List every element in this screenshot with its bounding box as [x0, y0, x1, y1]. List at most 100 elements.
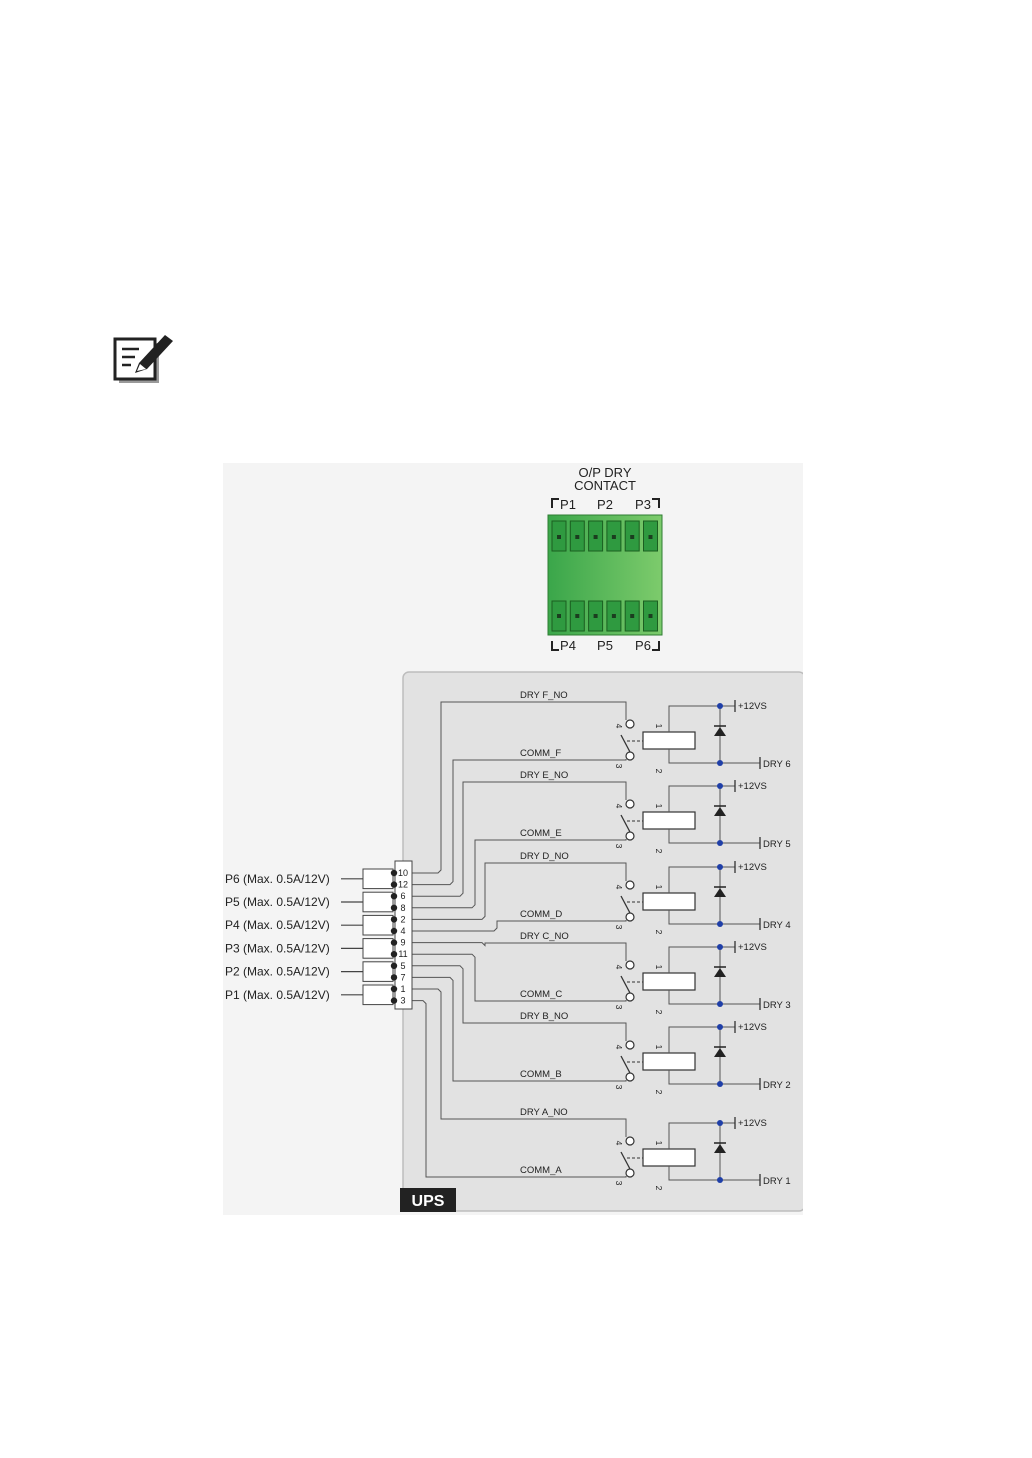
coil-lead-top: [668, 705, 720, 732]
pin-dot: [390, 893, 398, 900]
connector-label-p5: P5: [597, 638, 613, 653]
ups-label: UPS: [412, 1193, 445, 1210]
contact-comm: [625, 1072, 635, 1082]
relay-no-label: DRY F_NO: [520, 690, 568, 701]
coil-pin-label: 2: [654, 769, 664, 774]
contact-no: [625, 1040, 635, 1050]
pin-dot: [390, 916, 398, 923]
terminal-pin-label: 5: [400, 961, 405, 971]
pin-dot: [390, 869, 398, 877]
contact-pin-label: 3: [614, 844, 624, 849]
switch-arm: [620, 814, 631, 833]
dry-output-label: DRY 2: [763, 1080, 791, 1091]
connector-screw-top: [593, 535, 598, 539]
junction-dot: [717, 921, 723, 927]
connector-screw-top: [575, 535, 580, 539]
connector-title-line1: O/P DRY: [579, 465, 632, 480]
relay-comm-label: COMM_D: [520, 909, 562, 920]
wire-comm: [412, 759, 627, 886]
switch-arm: [620, 1151, 631, 1170]
port-plug: [362, 914, 394, 936]
port-plug: [362, 938, 394, 959]
coil-lead-bottom: [668, 910, 720, 925]
pin-dot: [390, 985, 398, 993]
coil-pin-label: 1: [654, 965, 664, 970]
coil-pin-label: 2: [654, 1090, 664, 1095]
terminal-pin-label: 10: [398, 868, 408, 878]
relay-coil: [642, 1052, 696, 1071]
terminal-pin-label: 2: [400, 914, 405, 924]
coil-lead-top: [668, 1122, 720, 1149]
coil-pin-label: 1: [654, 1045, 664, 1050]
connector-label-p1: P1: [560, 497, 576, 512]
bracket-top-right: [652, 498, 660, 508]
wire-comm: [412, 920, 627, 932]
dry-output-label: DRY 6: [763, 759, 791, 770]
contact-no: [625, 880, 635, 890]
terminal-pin-label: 7: [400, 972, 405, 982]
junction-dot: [717, 760, 723, 766]
port-label: P1 (Max. 0.5A/12V): [225, 988, 330, 1002]
contact-no: [625, 719, 635, 729]
terminal-pin-label: 8: [400, 903, 405, 913]
connector-screw-bottom: [557, 614, 561, 618]
pin-dot: [390, 927, 398, 935]
supply-label: +12VS: [738, 701, 767, 712]
coil-lead-top: [668, 946, 720, 973]
supply-label: +12VS: [738, 862, 767, 873]
pin-dot: [390, 881, 398, 888]
relay-no-label: DRY D_NO: [520, 851, 569, 862]
contact-comm: [625, 912, 635, 922]
note-pencil-icon: [113, 333, 175, 387]
connector-screw-top: [557, 535, 561, 539]
relay-comm-label: COMM_A: [520, 1165, 562, 1176]
diode-icon: [714, 1144, 726, 1153]
terminal-pin-label: 6: [400, 891, 405, 901]
terminal-pin-label: 3: [400, 996, 405, 1006]
wire-no: [412, 781, 627, 897]
connector-screw-bottom: [630, 614, 635, 618]
contact-comm: [625, 1168, 635, 1178]
relay-comm-label: COMM_C: [520, 989, 562, 1000]
connector-label-p4: P4: [560, 638, 576, 653]
wire-comm: [412, 839, 627, 909]
relay-comm-label: COMM_F: [520, 748, 561, 759]
supply-label: +12VS: [738, 781, 767, 792]
dry-output-label: DRY 3: [763, 1000, 791, 1011]
relay-no-label: DRY A_NO: [520, 1107, 568, 1118]
switch-arm: [620, 734, 631, 753]
coil-lead-bottom: [668, 829, 720, 844]
coil-pin-label: 1: [654, 804, 664, 809]
contact-pin-label: 4: [614, 1141, 624, 1146]
relay-coil: [642, 972, 696, 991]
coil-lead-bottom: [668, 990, 720, 1005]
diode-icon: [714, 1048, 726, 1057]
contact-comm: [625, 831, 635, 841]
relay-coil: [642, 811, 696, 830]
pin-dot: [390, 951, 398, 958]
relay-no-label: DRY C_NO: [520, 931, 569, 942]
connector-screw-bottom: [611, 614, 616, 618]
wire-no: [412, 965, 627, 1041]
connector-title-line2: CONTACT: [574, 478, 636, 493]
terminal-pin-label: 9: [400, 938, 405, 948]
coil-pin-label: 1: [654, 1141, 664, 1146]
junction-dot: [717, 864, 723, 870]
contact-pin-label: 4: [614, 804, 624, 809]
pin-dot: [390, 939, 398, 946]
connector-screw-bottom: [575, 614, 580, 618]
junction-dot: [717, 1001, 723, 1007]
terminal-pin-label: 4: [400, 926, 405, 936]
contact-no: [625, 960, 635, 970]
contact-pin-label: 3: [614, 925, 624, 930]
wire-no: [412, 862, 627, 920]
connector-screw-bottom: [593, 614, 598, 618]
relay-coil: [642, 892, 696, 911]
junction-dot: [717, 1024, 723, 1030]
wire-no: [412, 988, 627, 1137]
connector-screw-bottom: [648, 614, 653, 618]
diode-icon: [714, 888, 726, 897]
contact-pin-label: 3: [614, 1181, 624, 1186]
diode-icon: [714, 727, 726, 736]
wire-no: [412, 701, 627, 874]
